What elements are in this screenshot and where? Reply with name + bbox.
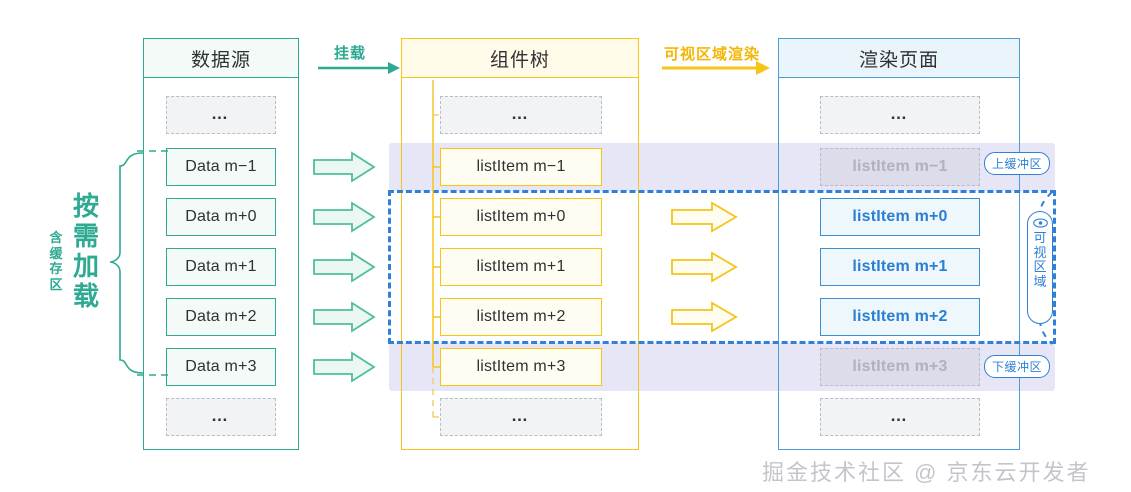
tree-item-m1[interactable]: listItem m+1 bbox=[440, 248, 602, 286]
page-item-label: listItem m+1 bbox=[852, 258, 948, 275]
mount-label: 挂载 bbox=[334, 42, 366, 63]
tree-item-label: listItem m−1 bbox=[476, 158, 566, 175]
top-buffer-text: 上缓冲区 bbox=[991, 157, 1042, 171]
render-page-title: 渲染页面 bbox=[778, 38, 1020, 78]
tree-item-m2[interactable]: listItem m+2 bbox=[440, 298, 602, 336]
ellipsis-glyph: … bbox=[211, 103, 231, 123]
viewport-boundary-box bbox=[388, 190, 1056, 344]
datasource-title: 数据源 bbox=[143, 38, 299, 78]
tree-item-ellipsis-bottom: … bbox=[440, 398, 602, 436]
tree-item-m0[interactable]: listItem m+0 bbox=[440, 198, 602, 236]
page-item-ellipsis-top: … bbox=[820, 96, 980, 134]
page-item-m3: listItem m+3 bbox=[820, 348, 980, 386]
datasource-item-m2[interactable]: Data m+2 bbox=[166, 298, 276, 336]
tree-item-label: listItem m+2 bbox=[476, 308, 566, 325]
top-buffer-badge: 上缓冲区 bbox=[984, 152, 1050, 175]
viewport-char-4: 域 bbox=[1033, 273, 1047, 289]
datasource-item-ellipsis-top: … bbox=[166, 96, 276, 134]
page-item-label: listItem m+3 bbox=[852, 358, 948, 375]
render-page-title-text: 渲染页面 bbox=[858, 49, 939, 71]
load-on-demand-text: 按需加载 bbox=[72, 191, 99, 311]
datasource-item-m1[interactable]: Data m+1 bbox=[166, 248, 276, 286]
tree-item-ellipsis-top: … bbox=[440, 96, 602, 134]
datasource-title-text: 数据源 bbox=[190, 49, 251, 71]
datasource-item-label: Data m+2 bbox=[185, 308, 257, 325]
datasource-item-label: Data m+3 bbox=[185, 358, 257, 375]
page-item-label: listItem m+2 bbox=[852, 308, 948, 325]
datasource-item-m0[interactable]: Data m+0 bbox=[166, 198, 276, 236]
page-item-m1[interactable]: listItem m+1 bbox=[820, 248, 980, 286]
ellipsis-glyph: … bbox=[511, 103, 531, 123]
watermark: 掘金技术社区 @ 京东云开发者 bbox=[762, 455, 1091, 487]
datasource-item-m-1[interactable]: Data m−1 bbox=[166, 148, 276, 186]
bottom-buffer-text: 下缓冲区 bbox=[991, 360, 1042, 374]
page-item-label: listItem m−1 bbox=[852, 158, 948, 175]
component-tree-title-text: 组件树 bbox=[489, 49, 550, 71]
load-on-demand-brace bbox=[109, 152, 144, 374]
datasource-item-ellipsis-bottom: … bbox=[166, 398, 276, 436]
eye-icon bbox=[1032, 218, 1048, 228]
includes-buffer-text: 含缓存区 bbox=[49, 230, 63, 292]
ellipsis-glyph: … bbox=[211, 405, 231, 425]
datasource-item-label: Data m+1 bbox=[185, 258, 257, 275]
viewport-render-label-text: 可视区域渲染 bbox=[664, 46, 761, 63]
ellipsis-glyph: … bbox=[890, 103, 910, 123]
datasource-item-m3[interactable]: Data m+3 bbox=[166, 348, 276, 386]
datasource-item-label: Data m+0 bbox=[185, 208, 257, 225]
tree-item-m-1[interactable]: listItem m−1 bbox=[440, 148, 602, 186]
viewport-char-3: 区 bbox=[1033, 259, 1047, 275]
viewport-char-1: 可 bbox=[1033, 230, 1047, 245]
datasource-to-tree-arrows bbox=[313, 151, 376, 383]
tree-item-m3[interactable]: listItem m+3 bbox=[440, 348, 602, 386]
load-on-demand-label: 按需加载 bbox=[70, 191, 102, 312]
page-item-m-1: listItem m−1 bbox=[820, 148, 980, 186]
watermark-text: 掘金技术社区 @ 京东云开发者 bbox=[762, 460, 1091, 485]
ellipsis-glyph: … bbox=[890, 405, 910, 425]
mount-arrow bbox=[318, 62, 400, 74]
page-item-ellipsis-bottom: … bbox=[820, 398, 980, 436]
viewport-char-2: 视 bbox=[1033, 244, 1047, 260]
ellipsis-glyph: … bbox=[511, 405, 531, 425]
component-tree-title: 组件树 bbox=[401, 38, 639, 78]
viewport-pill: 可 视 区 域 bbox=[1027, 211, 1053, 324]
page-item-m0[interactable]: listItem m+0 bbox=[820, 198, 980, 236]
page-item-label: listItem m+0 bbox=[852, 208, 948, 225]
includes-buffer-label: 含缓存区 bbox=[48, 230, 64, 292]
tree-item-label: listItem m+0 bbox=[476, 208, 566, 225]
mount-label-text: 挂载 bbox=[334, 45, 367, 62]
page-item-m2[interactable]: listItem m+2 bbox=[820, 298, 980, 336]
tree-item-label: listItem m+1 bbox=[476, 258, 566, 275]
bottom-buffer-badge: 下缓冲区 bbox=[984, 355, 1050, 378]
tree-item-label: listItem m+3 bbox=[476, 358, 566, 375]
viewport-render-label: 可视区域渲染 bbox=[664, 43, 760, 64]
datasource-item-label: Data m−1 bbox=[185, 158, 257, 175]
